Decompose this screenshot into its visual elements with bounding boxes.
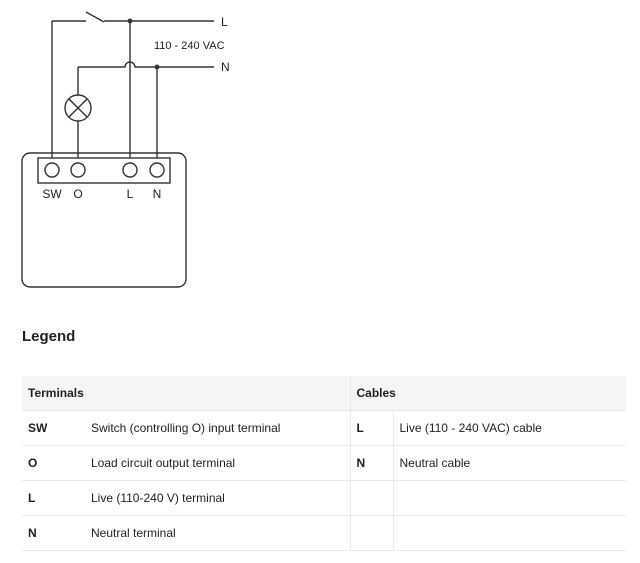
switch-contact — [85, 11, 105, 23]
terminal-code: O — [22, 445, 85, 481]
terminal-code: SW — [22, 410, 85, 446]
terminal-l — [122, 162, 138, 178]
terminal-block — [37, 157, 171, 184]
table-row: L Live (110-240 V) terminal — [22, 480, 627, 516]
terminal-sw-label: SW — [42, 187, 62, 201]
empty-cell — [349, 515, 393, 551]
table-row: O Load circuit output terminal N Neutral… — [22, 445, 627, 481]
relay-module — [21, 152, 187, 288]
wiring-diagram: L N 110 - 240 VAC SW O L N — [21, 11, 230, 288]
legend-header-row: Terminals Cables — [22, 376, 627, 411]
lamp-icon — [64, 94, 92, 122]
terminal-code: N — [22, 515, 85, 551]
terminal-o — [70, 162, 86, 178]
empty-cell — [349, 480, 393, 516]
cables-header: Cables — [349, 376, 627, 411]
terminal-o-label: O — [73, 187, 82, 201]
terminals-header: Terminals — [22, 376, 350, 411]
empty-cell — [392, 480, 627, 516]
neutral-supply-wire — [78, 61, 214, 68]
cable-code: L — [349, 410, 393, 446]
terminal-code: L — [22, 480, 85, 516]
terminal-sw — [44, 162, 60, 178]
empty-cell — [392, 515, 627, 551]
neutral-junction-dot — [154, 64, 160, 70]
cable-code: N — [349, 445, 393, 481]
terminal-description: Load circuit output terminal — [85, 445, 350, 481]
legend-title: Legend — [22, 328, 76, 345]
terminal-description: Switch (controlling O) input terminal — [85, 410, 350, 446]
supply-voltage-label: 110 - 240 VAC — [154, 40, 225, 52]
cable-description: Neutral cable — [392, 445, 627, 481]
terminal-description: Live (110-240 V) terminal — [85, 480, 350, 516]
line-l-label: L — [221, 15, 228, 29]
live-junction-dot — [127, 18, 133, 24]
terminal-description: Neutral terminal — [85, 515, 350, 551]
terminal-n-label: N — [153, 187, 162, 201]
terminal-l-label: L — [127, 187, 134, 201]
cable-description: Live (110 - 240 VAC) cable — [392, 410, 627, 446]
table-row: SW Switch (controlling O) input terminal… — [22, 410, 627, 446]
terminal-n — [149, 162, 165, 178]
line-n-label: N — [221, 60, 230, 74]
legend-table: Terminals Cables SW Switch (controlling … — [22, 376, 627, 551]
table-row: N Neutral terminal — [22, 515, 627, 551]
